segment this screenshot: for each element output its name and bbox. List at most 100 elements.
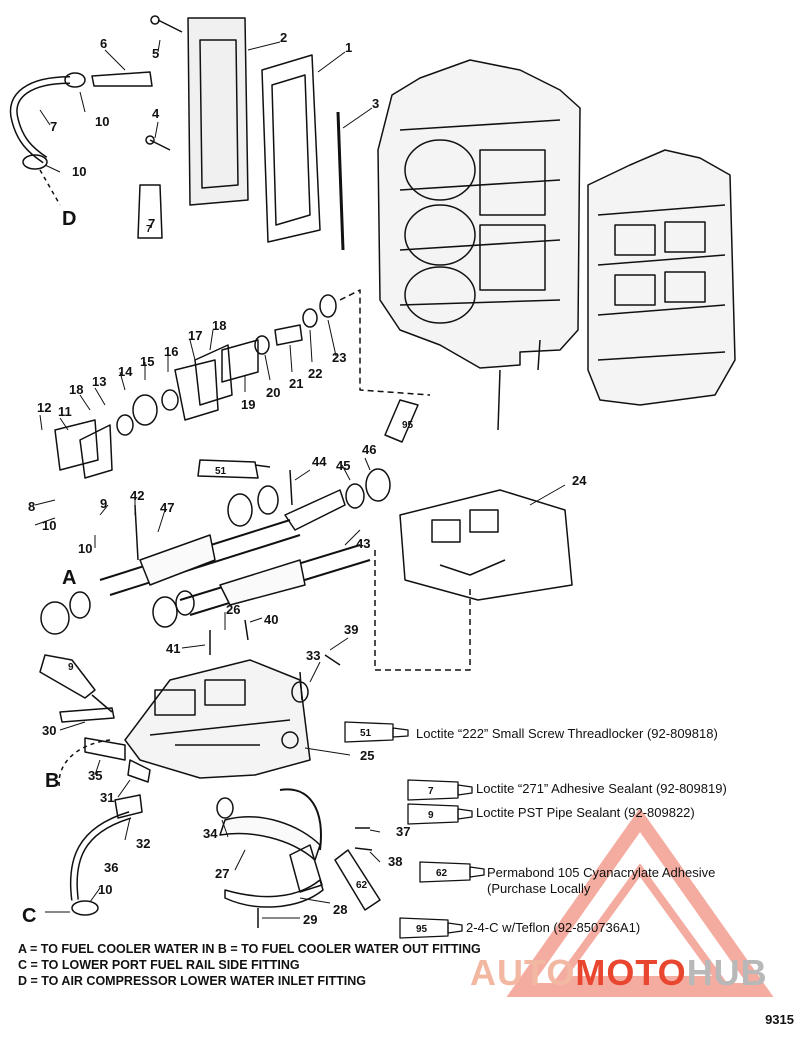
footnote: C = TO LOWER PORT FUEL RAIL SIDE FITTING	[18, 958, 300, 972]
callout-number: 39	[344, 622, 358, 637]
sealant-legend: 51 Loctite “222” Small Screw Threadlocke…	[360, 726, 727, 935]
callout-number: 10	[42, 518, 56, 533]
legend-text: (Purchase Locally	[487, 881, 591, 896]
legend-code: 51	[360, 728, 372, 739]
callout-number: 10	[78, 541, 92, 556]
callout-number: 12	[37, 400, 51, 415]
legend-tubes	[344, 721, 485, 939]
hose-clamp-d	[22, 154, 48, 170]
callout-number: 19	[241, 397, 255, 412]
watermark-part: AUTO	[470, 952, 576, 993]
callout-number: 46	[362, 442, 376, 457]
callout-number: 24	[572, 473, 587, 488]
callout-number: 45	[336, 458, 350, 473]
valve-assembly	[54, 289, 431, 479]
sealant-tube-95-upper	[384, 399, 419, 443]
engine-block-right	[587, 149, 736, 406]
callout-number: 36	[104, 860, 118, 875]
callout-number: 5	[152, 46, 159, 61]
seal-strip	[336, 111, 345, 251]
legend-text: 2-4-C w/Teflon (92-850736A1)	[466, 920, 640, 935]
callout-number: 35	[88, 768, 102, 783]
callout-number: 31	[100, 790, 114, 805]
callout-number: 30	[42, 723, 56, 738]
callout-number: 40	[264, 612, 278, 627]
mount-bracket-47	[40, 485, 301, 635]
callout-number: 23	[332, 350, 346, 365]
callout-number: 32	[136, 836, 150, 851]
footnote: D = TO AIR COMPRESSOR LOWER WATER INLET …	[18, 974, 367, 988]
footnote: A = TO FUEL COOLER WATER IN B = TO FUEL …	[18, 942, 481, 956]
mount-bracket-43	[152, 468, 391, 628]
sealant-tube-62-lower	[334, 849, 381, 911]
callout-number: 10	[95, 114, 109, 129]
callout-number: 7	[148, 216, 155, 231]
legend-code: 95	[416, 924, 428, 935]
callout-number: 22	[308, 366, 322, 381]
callout-number: 13	[92, 374, 106, 389]
callout-number: 2	[280, 30, 287, 45]
callout-number: 11	[58, 404, 72, 419]
tube-number: 62	[356, 880, 368, 891]
callout-number: 25	[360, 748, 374, 763]
cover-27	[219, 816, 321, 861]
callout-number: 4	[152, 106, 160, 121]
tube-number: 7	[146, 224, 152, 235]
legend-text: Loctite “271” Adhesive Sealant (92-80981…	[476, 781, 727, 796]
callout-number: 9	[100, 496, 107, 511]
callout-number: 29	[303, 912, 317, 927]
callout-number: 28	[333, 902, 347, 917]
legend-text: Permabond 105 Cyanacrylate Adhesive	[487, 865, 715, 880]
fitting-upper	[91, 71, 153, 87]
callout-number: 47	[160, 500, 174, 515]
cover-28	[224, 879, 324, 908]
callout-number: 17	[188, 328, 202, 343]
callout-number: 6	[100, 36, 107, 51]
tube-number: 51	[215, 466, 227, 477]
watermark-part: HUB	[686, 952, 768, 993]
callout-number: 33	[306, 648, 320, 663]
callout-number: 3	[372, 96, 379, 111]
letter-marker: C	[22, 905, 36, 927]
callout-number: 26	[226, 602, 240, 617]
exhaust-cover-plate	[187, 17, 249, 206]
letter-marker: B	[45, 770, 59, 792]
callout-number: 20	[266, 385, 280, 400]
callout-number: 34	[203, 826, 218, 841]
adapter-plate	[124, 659, 311, 779]
sealant-tube-51-upper	[197, 459, 271, 479]
hose-clamp-upper	[64, 72, 86, 88]
watermark-triangle	[506, 807, 774, 997]
watermark-part: MOTO	[575, 952, 687, 993]
callout-number: 38	[388, 854, 402, 869]
callout-number: 15	[140, 354, 154, 369]
callout-number: 27	[215, 866, 229, 881]
letter-marker: A	[62, 567, 76, 589]
callout-number: 18	[212, 318, 226, 333]
callout-number: 42	[130, 488, 144, 503]
legend-code: 7	[428, 786, 434, 797]
legend-text: Loctite “222” Small Screw Threadlocker (…	[416, 726, 718, 741]
tube-number: 9	[68, 662, 74, 673]
callout-number: 10	[98, 882, 112, 897]
callout-number: 7	[50, 119, 57, 134]
callout-number: 43	[356, 536, 370, 551]
tube-number: 95	[402, 420, 414, 431]
callout-number: 14	[118, 364, 133, 379]
legend-code: 62	[436, 868, 448, 879]
legend-text: Loctite PST Pipe Sealant (92-809822)	[476, 805, 695, 820]
callout-number: 8	[28, 499, 35, 514]
exhaust-gasket	[261, 54, 321, 243]
callout-number: 1	[345, 40, 352, 55]
callout-number: 41	[166, 641, 180, 656]
legend-code: 9	[428, 810, 434, 821]
letter-marker: D	[62, 208, 76, 230]
watermark-text: AUTOMOTOHUB	[470, 952, 768, 994]
callout-number: 18	[69, 382, 83, 397]
callout-number: 44	[312, 454, 327, 469]
engine-block-main	[377, 59, 581, 431]
callout-number: 10	[72, 164, 86, 179]
callout-number: 21	[289, 376, 303, 391]
